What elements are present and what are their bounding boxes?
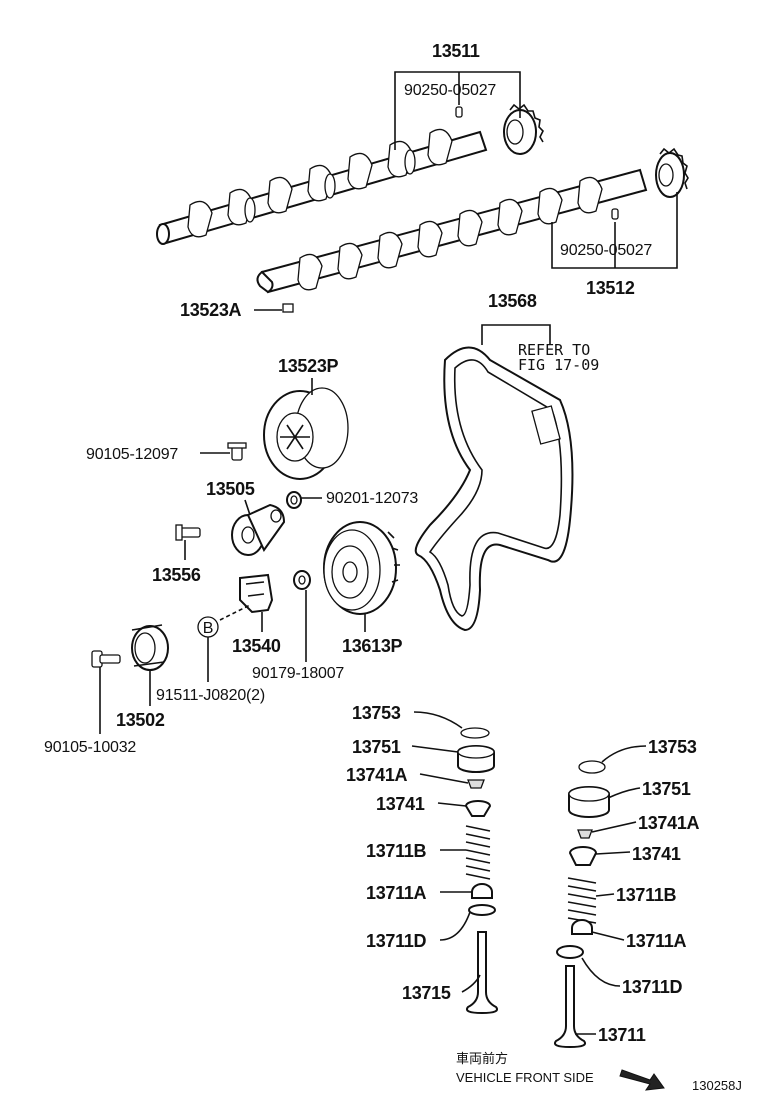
- label-nut[interactable]: 90201-12073: [326, 490, 419, 507]
- label-left-spring[interactable]: 13711B: [366, 841, 427, 861]
- bolt-90105-10032[interactable]: [91, 650, 121, 668]
- circle-b-text: B: [203, 620, 213, 637]
- part-labels: 13511 90250-05027 90250-05027 13512 1352…: [44, 41, 742, 1093]
- label-left-keeper[interactable]: 13741A: [346, 765, 408, 785]
- knock-pin-lower-icon: [611, 208, 619, 220]
- label-left-seat-lower[interactable]: 13711D: [366, 931, 427, 951]
- camshaft-pulley[interactable]: [263, 387, 349, 480]
- label-right-valve[interactable]: 13711: [598, 1025, 646, 1045]
- crank-pulley[interactable]: [323, 521, 400, 615]
- label-left-shim[interactable]: 13753: [352, 703, 401, 723]
- label-right-seat-upper[interactable]: 13711A: [626, 931, 687, 951]
- bolt-13556[interactable]: [175, 524, 201, 541]
- bolt-90105-12097[interactable]: [227, 442, 247, 461]
- leader-lines: [99, 71, 678, 1035]
- label-left-seat-upper[interactable]: 13711A: [366, 883, 427, 903]
- spacer-90179-18007[interactable]: [293, 570, 311, 590]
- label-pulley-crank[interactable]: 13613P: [342, 636, 403, 656]
- key-icon: [282, 303, 294, 313]
- label-left-retainer[interactable]: 13741: [376, 794, 425, 814]
- label-jp-front: 車両前方: [456, 1051, 508, 1066]
- camshaft-lower[interactable]: [256, 168, 648, 294]
- refer-note-line2[interactable]: FIG 17-09: [518, 356, 599, 374]
- label-belt[interactable]: 13568: [488, 291, 537, 311]
- label-vehicle-front: VEHICLE FRONT SIDE: [456, 1070, 594, 1085]
- refer-note-line1[interactable]: REFER TO: [518, 341, 590, 359]
- label-camshaft-1[interactable]: 13511: [432, 41, 480, 61]
- idler-pulley[interactable]: [131, 624, 169, 671]
- label-bolt-1[interactable]: 90105-12097: [86, 446, 179, 463]
- label-tensioner[interactable]: 13505: [206, 479, 255, 499]
- label-left-lifter[interactable]: 13751: [352, 737, 401, 757]
- label-pin[interactable]: 91511-J0820(2): [156, 687, 265, 704]
- tensioner[interactable]: [231, 503, 286, 556]
- knock-pin-upper-icon: [455, 106, 463, 118]
- left-valve-stack[interactable]: [457, 727, 498, 1015]
- label-knock-pin-upper[interactable]: 90250-05027: [404, 82, 497, 99]
- label-right-retainer[interactable]: 13741: [632, 844, 681, 864]
- camshaft-upper[interactable]: [156, 128, 488, 245]
- nut-90201-12073[interactable]: [286, 491, 302, 509]
- label-spacer[interactable]: 90179-18007: [252, 665, 345, 682]
- label-right-keeper[interactable]: 13741A: [638, 813, 700, 833]
- label-right-spring[interactable]: 13711B: [616, 885, 677, 905]
- label-pulley-top[interactable]: 13523P: [278, 356, 339, 376]
- label-bracket[interactable]: 13540: [232, 636, 281, 656]
- label-right-shim[interactable]: 13753: [648, 737, 697, 757]
- label-knock-pin-lower[interactable]: 90250-05027: [560, 242, 653, 259]
- vehicle-front-arrow-icon: [619, 1069, 665, 1091]
- right-valve-stack[interactable]: [554, 760, 610, 1049]
- label-camshaft-2[interactable]: 13512: [586, 278, 635, 298]
- label-bolt-3[interactable]: 90105-10032: [44, 739, 137, 756]
- label-right-seat-lower[interactable]: 13711D: [622, 977, 683, 997]
- label-bolt-2[interactable]: 13556: [152, 565, 201, 585]
- label-key[interactable]: 13523A: [180, 300, 242, 320]
- label-idler[interactable]: 13502: [116, 710, 165, 730]
- gear-lower[interactable]: [655, 147, 689, 198]
- label-left-valve[interactable]: 13715: [402, 983, 451, 1003]
- gear-upper[interactable]: [503, 103, 544, 155]
- label-right-lifter[interactable]: 13751: [642, 779, 691, 799]
- label-diagram-id: 130258J: [692, 1078, 742, 1093]
- bracket[interactable]: [239, 573, 274, 614]
- timing-belt[interactable]: [414, 346, 574, 632]
